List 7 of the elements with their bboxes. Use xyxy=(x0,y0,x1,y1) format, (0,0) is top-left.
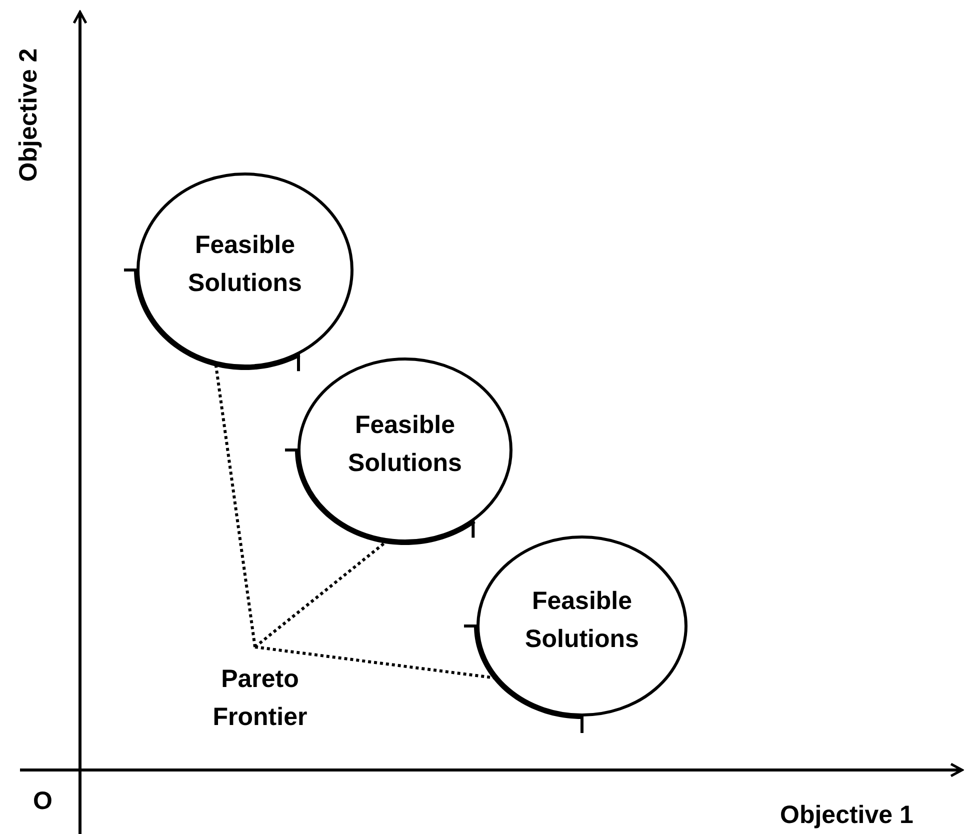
region-label: Feasible Solutions xyxy=(524,586,640,655)
origin-label: O xyxy=(33,786,52,816)
region-label: Feasible Solutions xyxy=(187,230,303,299)
frontier-label: Pareto Frontier xyxy=(212,664,308,733)
axis-label: Objective 1 xyxy=(780,800,914,830)
region-label: Feasible Solutions xyxy=(347,410,463,479)
axis-label: Objective 2 xyxy=(14,48,44,182)
